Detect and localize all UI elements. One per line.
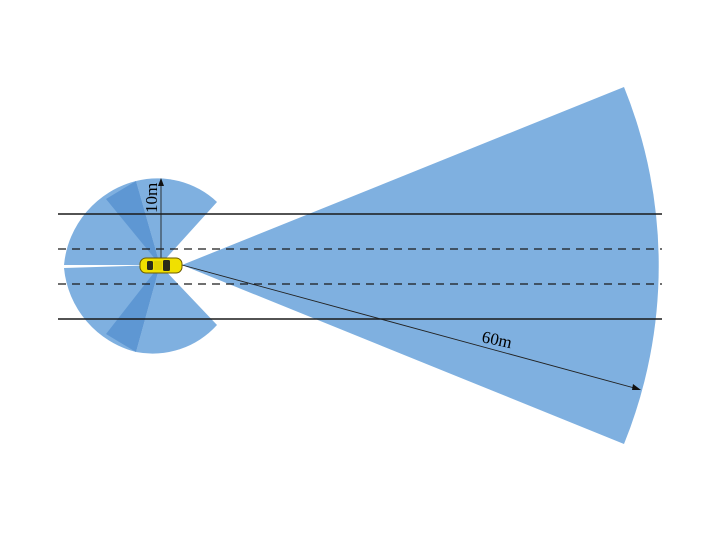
sensor-zones — [64, 87, 659, 444]
road — [58, 213, 662, 320]
front-range-arrow — [181, 264, 639, 390]
overlap-right-zone — [106, 265, 160, 352]
car-windshield — [163, 260, 170, 271]
car-rear-window — [147, 261, 153, 270]
front-left-zone — [136, 178, 217, 265]
short-range-arrowhead — [158, 178, 164, 186]
front-long-range-zone — [182, 87, 659, 444]
dimension-markers — [158, 178, 641, 390]
car-roof — [154, 261, 162, 270]
front-right-zone — [136, 265, 217, 354]
overlap-left-zone — [106, 181, 160, 265]
front-range-arrowhead — [632, 384, 641, 390]
short-range-label: 10m — [142, 183, 161, 213]
ego-car — [139, 257, 183, 274]
